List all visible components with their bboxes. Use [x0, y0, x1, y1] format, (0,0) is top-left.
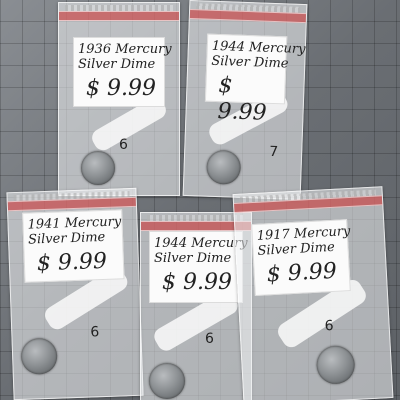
mercury-dime-coin [81, 151, 115, 185]
coin-bag-1917: 1917 Mercury Silver Dime $ 9.99 6 [232, 186, 394, 400]
label-type: Silver Dime [211, 53, 289, 72]
label-price: $ 9.99 [266, 258, 338, 288]
price-label: 1917 Mercury Silver Dime $ 9.99 [251, 219, 351, 297]
bag-seal [147, 215, 245, 221]
marker-number: 6 [119, 137, 128, 153]
mercury-dime-coin [149, 363, 185, 399]
mercury-dime-coin [315, 344, 356, 385]
price-label: 1941 Mercury Silver Dime $ 9.99 [22, 209, 125, 283]
label-year: 1941 Mercury [27, 214, 122, 233]
label-type: Silver Dime [154, 251, 232, 266]
mercury-dime-coin [206, 149, 242, 185]
bag-zipper [59, 11, 179, 21]
marker-number: 7 [268, 143, 279, 161]
label-type: Silver Dime [27, 229, 106, 248]
label-type: Silver Dime [257, 239, 336, 259]
marker-number: 6 [324, 317, 334, 335]
label-year: 1936 Mercury [78, 42, 172, 57]
label-year: 1944 Mercury [154, 236, 248, 251]
price-label: 1936 Mercury Silver Dime $ 9.99 [73, 37, 172, 107]
coin-bag-1941: 1941 Mercury Silver Dime $ 9.99 6 [6, 187, 144, 400]
label-price: $ 9.99 [217, 73, 267, 126]
marker-number: 6 [205, 331, 214, 347]
label-price: $ 9.99 [36, 248, 108, 277]
label-price: $ 9.99 [86, 76, 156, 101]
bag-seal [65, 5, 173, 11]
price-label: 1944 Mercury Silver Dime $ 9.99 [204, 33, 306, 126]
label-type: Silver Dime [78, 57, 156, 72]
coin-bag-1944-bottom: 1944 Mercury Silver Dime $ 9.99 6 [140, 212, 252, 400]
coin-bag-1944-top: 1944 Mercury Silver Dime $ 9.99 7 [182, 0, 308, 200]
bag-zipper [141, 221, 251, 231]
label-price: $ 9.99 [162, 270, 232, 295]
marker-number: 6 [90, 324, 100, 341]
coin-bag-1936: 1936 Mercury Silver Dime $ 9.99 6 [58, 2, 180, 196]
price-label: 1944 Mercury Silver Dime $ 9.99 [149, 231, 248, 303]
mercury-dime-coin [20, 337, 58, 375]
